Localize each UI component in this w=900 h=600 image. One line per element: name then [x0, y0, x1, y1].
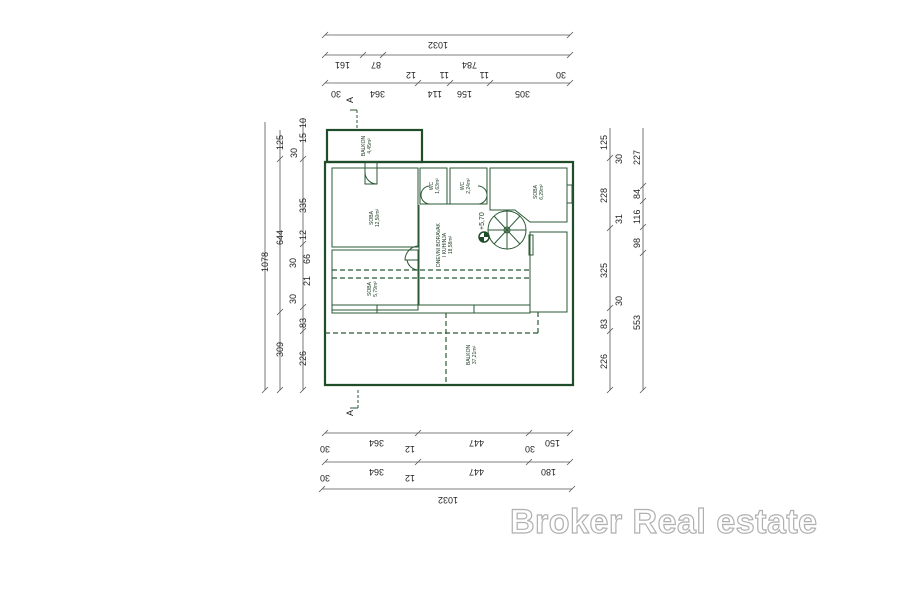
dim-label: 30 — [288, 294, 298, 304]
dim-label: 116 — [632, 210, 642, 224]
dim-label: 30 — [289, 148, 299, 158]
dim-label: 161 — [335, 60, 350, 70]
dim-top-total: 1032 — [428, 40, 448, 50]
dim-label: 150 — [545, 438, 560, 448]
dim-label: 87 — [371, 60, 381, 70]
dim-label: 226 — [298, 351, 308, 366]
room-area: 18,58m² — [448, 235, 454, 254]
dim-label: 30 — [320, 473, 330, 483]
section-marker-bottom: A — [345, 390, 359, 416]
dim-label: 305 — [515, 89, 530, 99]
room-area: 5,79m² — [373, 281, 379, 297]
right-dimensions: 125 30 228 31 325 30 83 226 227 84 116 9… — [599, 128, 647, 394]
dim-label: 309 — [275, 342, 285, 357]
dim-label: 12 — [298, 230, 308, 240]
doors — [364, 171, 488, 271]
dim-label: 12 — [406, 70, 416, 80]
dim-label: 12 — [405, 444, 415, 454]
room-label-living: DNEVNI BORAVAK I KUHINJA 18,58m² — [436, 222, 454, 266]
dim-label: 30 — [320, 444, 330, 454]
room-area: 6,29m² — [539, 184, 545, 200]
room-label-wc2: WC 2,24m² — [460, 178, 472, 194]
room-name: SOBA — [369, 210, 375, 225]
dim-label: 364 — [369, 438, 384, 448]
room-area: 4,45m² — [367, 138, 373, 154]
dim-label: 228 — [599, 188, 609, 203]
level-label: +5,70 — [479, 212, 486, 230]
room-label-soba-right: SOBA 6,29m² — [533, 184, 545, 200]
dim-label: 66 — [302, 254, 312, 264]
dim-label: 31 — [614, 214, 624, 224]
dim-label: 98 — [632, 238, 642, 248]
section-marker-label: A — [345, 97, 355, 103]
bottom-dimensions: 30 364 12 447 30 150 30 364 12 447 180 1… — [318, 429, 576, 505]
section-marker-top: A — [345, 97, 358, 128]
dim-label: 30 — [556, 70, 566, 80]
room-name: SOBA — [367, 281, 373, 296]
dim-left-total: 1078 — [260, 252, 270, 272]
top-dimensions: 1032 161 87 784 30 364 12 114 11 156 11 … — [321, 31, 574, 99]
left-dimensions: 1078 125 644 309 10 15 30 335 12 30 66 2… — [260, 118, 312, 394]
dim-label: 84 — [632, 189, 642, 199]
room-label-soba-left: SOBA 12,50m² — [369, 208, 381, 227]
room-area: 2,24m² — [466, 178, 472, 194]
room-name: DNEVNI BORAVAK — [436, 222, 442, 266]
walls — [323, 128, 575, 387]
dim-label: 30 — [331, 89, 341, 99]
dim-label: 156 — [457, 89, 472, 99]
dim-label: 11 — [440, 70, 449, 80]
dim-label: 226 — [599, 354, 609, 369]
room-name: WC — [429, 181, 435, 190]
spiral-staircase — [487, 210, 527, 250]
dim-label: 11 — [480, 70, 489, 80]
dim-label: 15 — [298, 133, 308, 143]
dim-label: 125 — [599, 135, 609, 150]
room-area: 1,63m² — [435, 178, 441, 194]
dim-label: 114 — [428, 89, 442, 99]
dim-label: 364 — [369, 467, 384, 477]
dim-label: 30 — [614, 296, 624, 306]
dim-label: 180 — [541, 467, 556, 477]
dim-label: 364 — [370, 89, 385, 99]
dim-label: 30 — [288, 258, 298, 268]
dim-label: 83 — [298, 318, 308, 328]
room-name: BALKON — [361, 135, 367, 156]
room-area: 12,50m² — [375, 208, 381, 227]
room-label-balkon-big: BALKON 37,21m² — [466, 344, 478, 365]
dim-label: 447 — [469, 467, 484, 477]
dim-label: 83 — [599, 319, 609, 329]
dashed-lines — [325, 269, 539, 385]
room-name: BALKON — [466, 344, 472, 365]
dim-label: 784 — [462, 60, 477, 70]
dim-label: 325 — [599, 263, 609, 278]
dim-label: 227 — [632, 150, 642, 165]
dim-label: 125 — [275, 135, 285, 150]
room-name: SOBA — [533, 184, 539, 199]
dim-label: 21 — [302, 276, 312, 286]
watermark: Broker Real estate — [509, 502, 818, 541]
room-label-balkon-top: BALKON 4,45m² — [361, 135, 373, 156]
dim-label: 447 — [469, 438, 484, 448]
dim-label: 10 — [298, 118, 308, 128]
dim-label: 12 — [405, 473, 415, 483]
level-marker: +5,70 — [478, 212, 490, 243]
section-marker-label: A — [345, 410, 355, 416]
room-name-2: I KUHINJA — [442, 232, 448, 257]
dim-label: 553 — [632, 315, 642, 330]
dim-label: 30 — [614, 154, 624, 164]
dim-bottom-total: 1032 — [438, 495, 458, 505]
room-label-wc1: WC 1,63m² — [429, 178, 441, 194]
dim-label: 335 — [298, 198, 308, 213]
dim-label: 644 — [275, 230, 285, 245]
dim-label: 30 — [525, 444, 535, 454]
room-label-soba-small: SOBA 5,79m² — [367, 281, 379, 297]
room-name: WC — [460, 181, 466, 190]
room-area: 37,21m² — [472, 345, 478, 364]
